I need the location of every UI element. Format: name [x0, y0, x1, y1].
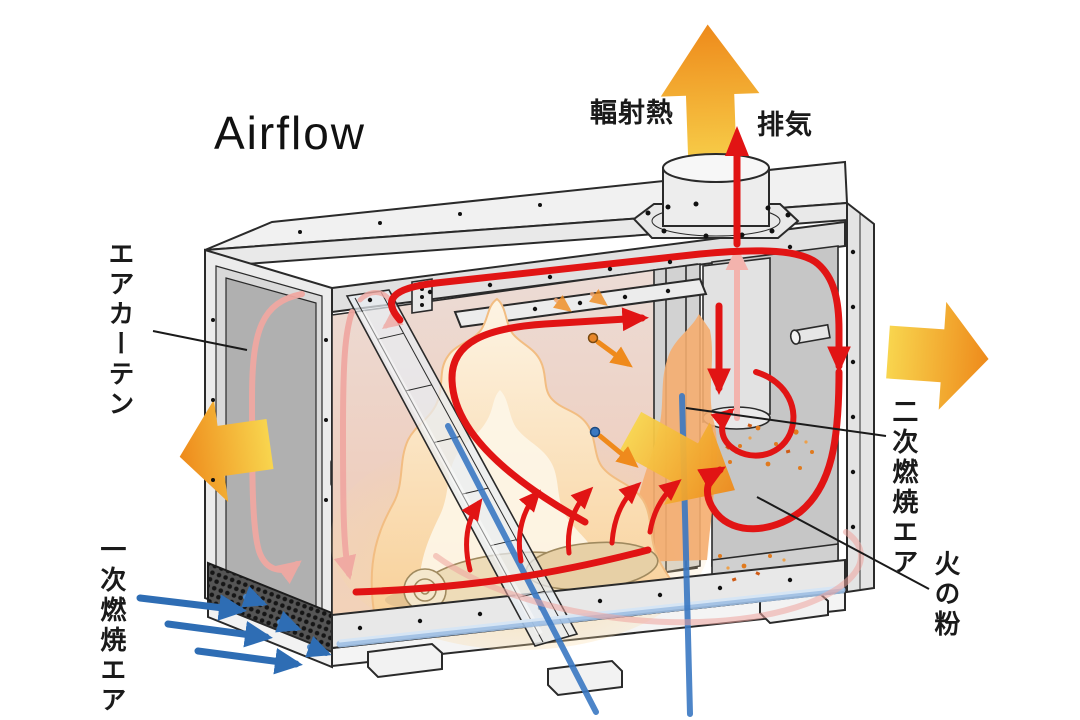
small-swirl	[710, 369, 797, 459]
air-pipe-stub	[789, 323, 831, 345]
pale-bottom-loop	[433, 529, 864, 626]
chimney	[632, 153, 800, 239]
fire-arrows	[461, 479, 682, 573]
leader-secondary-air	[685, 407, 887, 437]
big-swirl	[697, 368, 843, 533]
leader-lines	[152, 330, 930, 590]
leader-air-curtain	[152, 330, 248, 351]
leader-sparks	[756, 496, 930, 590]
hearth-flow	[352, 546, 652, 596]
heat-out-right-arrow	[884, 298, 993, 413]
secondary-air-nozzles	[552, 288, 639, 468]
primary-air-arrows	[136, 594, 303, 675]
diagram-title: Airflow	[214, 107, 367, 159]
label-exhaust: 排気	[757, 110, 813, 140]
exhaust-arrow	[725, 126, 749, 248]
label-sparks: 火の粉	[930, 550, 961, 640]
hot-gas-flow	[352, 246, 864, 626]
outer-top-run	[388, 247, 851, 374]
label-primary-combustion-air: 一次燃焼エア	[96, 536, 127, 716]
foot	[547, 659, 623, 697]
glass-air-channel	[445, 423, 599, 715]
label-air-curtain: エアカーテン	[104, 240, 135, 420]
label-radiant-heat: 輻射熱	[590, 98, 674, 128]
foot	[367, 642, 443, 679]
label-secondary-combustion-air: 二次燃焼エア	[888, 398, 919, 578]
inner-top-loop	[448, 307, 649, 526]
casing-rivets	[211, 203, 856, 530]
